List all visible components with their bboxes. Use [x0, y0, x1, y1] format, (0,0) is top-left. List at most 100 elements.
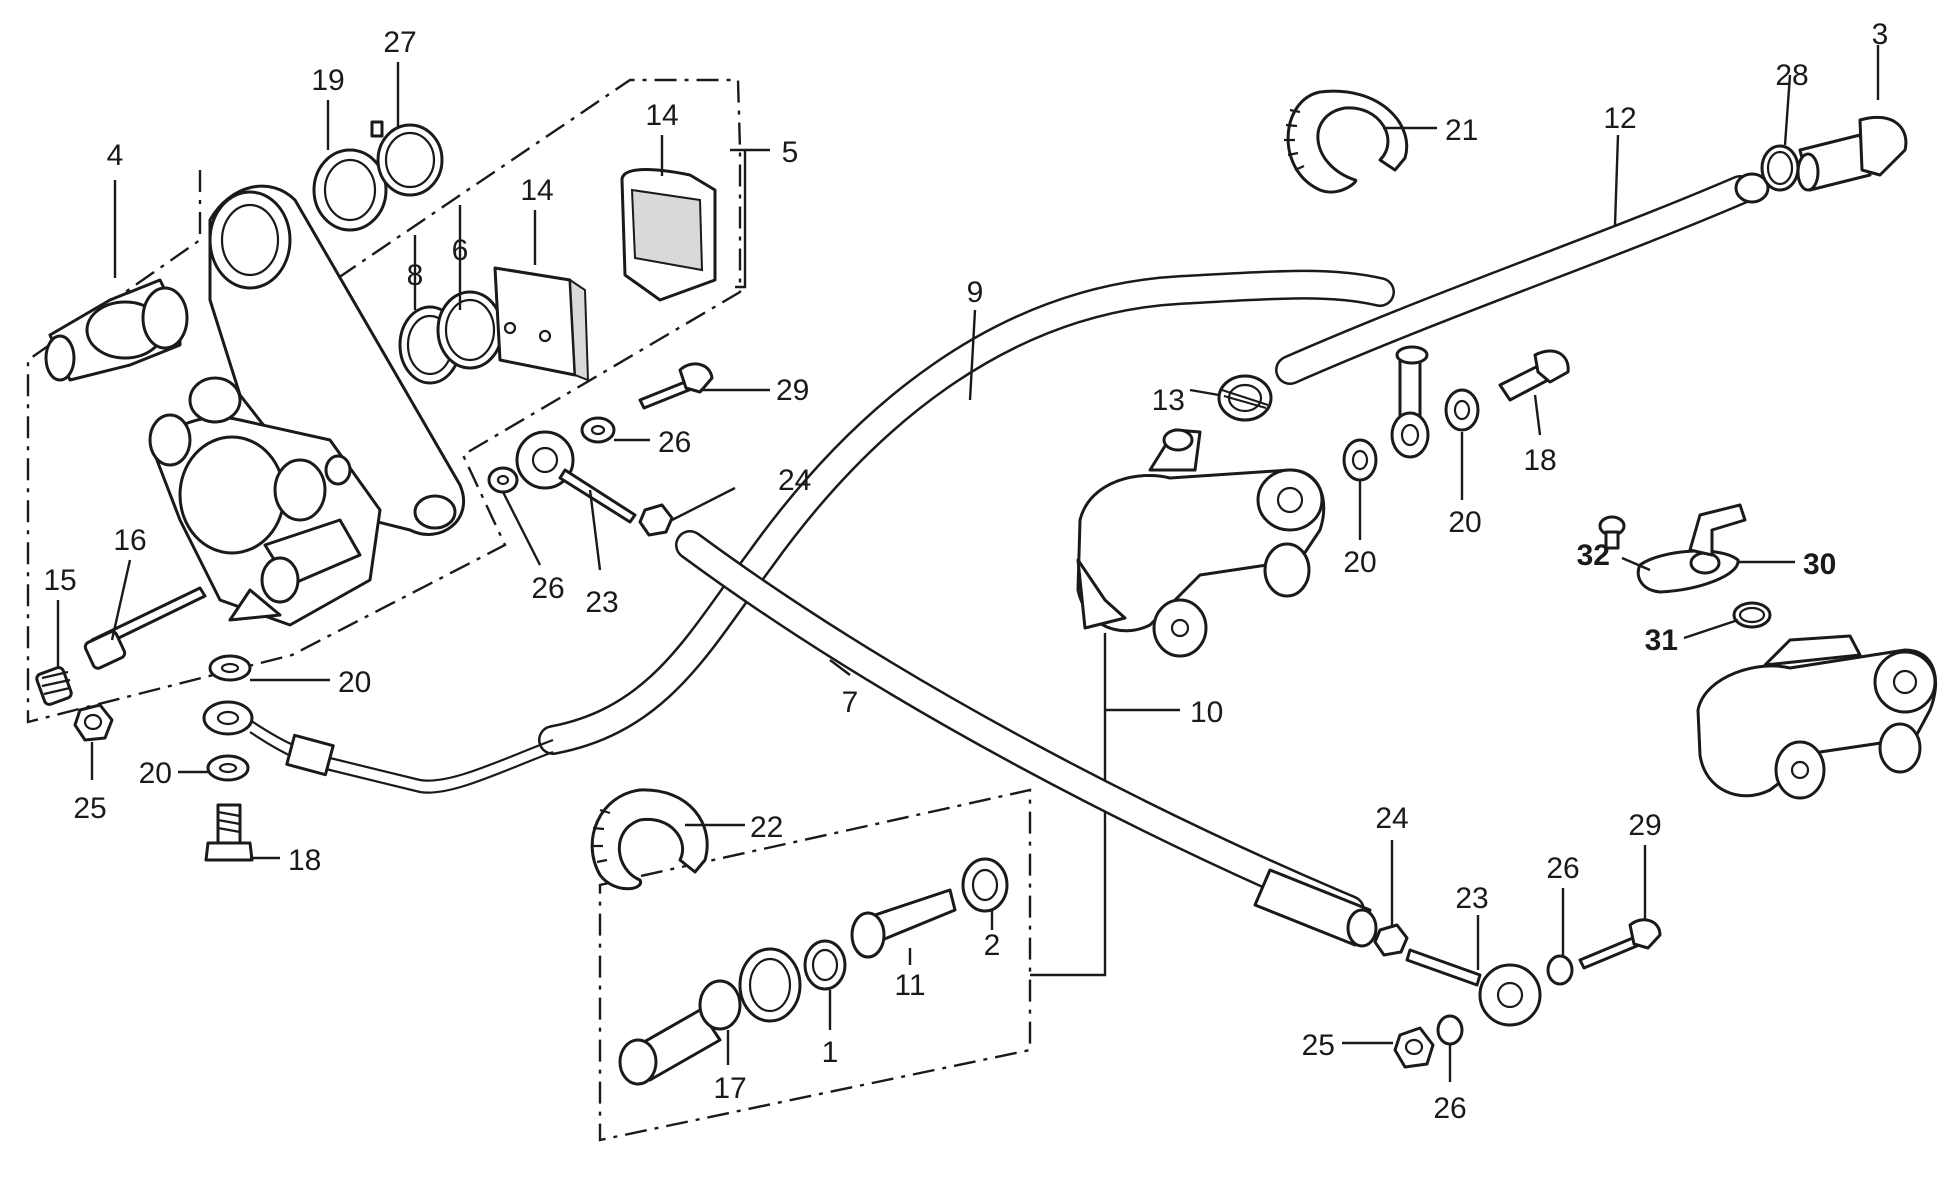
callout-21: 21 [1445, 114, 1478, 147]
circlip-27 [370, 120, 444, 197]
bolt-29b [1578, 918, 1662, 970]
callout-25a: 25 [73, 792, 106, 825]
callout-15: 15 [43, 564, 76, 597]
callout-12: 12 [1603, 102, 1636, 135]
leader-28 [1783, 74, 1792, 146]
callout-32: 32 [1577, 539, 1610, 572]
callout-6: 6 [452, 234, 469, 267]
banjo-fitting [1390, 345, 1430, 459]
pad-kit-bracket [730, 148, 747, 289]
rod-end-23b [1405, 948, 1542, 1027]
spring-seat-2 [961, 857, 1009, 913]
callout-20c: 20 [1343, 546, 1376, 579]
screw-32 [1598, 515, 1626, 550]
callout-7: 7 [842, 686, 859, 719]
callout-20a: 20 [338, 666, 371, 699]
callout-26b: 26 [531, 572, 564, 605]
dust-seal-6 [436, 290, 504, 370]
nut-25b [1393, 1026, 1435, 1069]
callout-13: 13 [1152, 384, 1185, 417]
piston-11 [850, 888, 957, 959]
callout-14b: 14 [520, 174, 553, 207]
callout-3: 3 [1872, 18, 1889, 51]
nut-24a [638, 503, 674, 537]
callout-20b: 20 [139, 757, 172, 790]
callout-23a: 23 [585, 586, 618, 619]
washer-26b [487, 466, 519, 494]
callout-24b: 24 [1375, 802, 1408, 835]
callout-30: 30 [1803, 548, 1836, 581]
caliper-body [148, 376, 382, 627]
callout-26d: 26 [1433, 1092, 1466, 1125]
leader-18b [1533, 394, 1542, 436]
brake-line [202, 700, 554, 794]
callout-5: 5 [782, 136, 799, 169]
oring-31 [1732, 601, 1772, 629]
seal-ring-19 [312, 148, 388, 232]
leader-16 [110, 559, 132, 641]
callout-19: 19 [311, 64, 344, 97]
callout-22: 22 [750, 811, 783, 844]
master-cylinder-10 [1076, 428, 1326, 658]
callout-1: 1 [822, 1036, 839, 1069]
master-cylinder-kit-box [598, 788, 1032, 1142]
hose-12 [1275, 172, 1770, 385]
callout-29a: 29 [776, 374, 809, 407]
leader-13 [1189, 388, 1220, 397]
pin-16 [83, 586, 207, 670]
callout-4: 4 [107, 139, 124, 172]
callout-8: 8 [407, 259, 424, 292]
hose-clip-21 [1284, 89, 1409, 194]
callout-9: 9 [967, 276, 984, 309]
washer-20c [1342, 438, 1378, 482]
washer-20a [208, 654, 252, 682]
master-cylinder-alt [1696, 634, 1938, 800]
boot [738, 947, 802, 1023]
callout-17: 17 [713, 1072, 746, 1105]
rod-end-23a [515, 430, 637, 524]
hose-clip-22 [590, 788, 709, 891]
callout-31: 31 [1645, 624, 1678, 657]
banjo-bolt-18b [1498, 349, 1570, 402]
banjo-bolt-18a [204, 803, 254, 862]
callout-27: 27 [383, 26, 416, 59]
callout-28: 28 [1775, 59, 1808, 92]
leader-7 [829, 659, 851, 676]
caliper-bracket [208, 184, 466, 536]
callout-23b: 23 [1455, 882, 1488, 915]
spring-15 [35, 666, 73, 706]
callout-20d: 20 [1448, 506, 1481, 539]
leader-12 [1613, 134, 1620, 226]
reservoir-fitting-3 [1796, 115, 1908, 192]
callout-24a: 24 [778, 464, 811, 497]
washer-26a [580, 416, 616, 444]
callout-29b: 29 [1628, 809, 1661, 842]
leader-24a [671, 486, 736, 522]
oring-28 [1760, 144, 1800, 192]
leader-26b [501, 491, 542, 566]
washer-20b [206, 754, 250, 782]
leader-32 [1621, 556, 1651, 572]
bolt-29a [638, 362, 714, 410]
pushrod-17 [618, 979, 742, 1086]
callout-26c: 26 [1546, 852, 1579, 885]
nut-25a [73, 703, 114, 742]
leader-31 [1683, 618, 1739, 640]
nut-24b [1373, 923, 1409, 957]
leader-9 [968, 309, 977, 401]
washer-26d [1436, 1014, 1464, 1046]
cup-1 [803, 939, 847, 991]
leader-23a [588, 489, 602, 571]
hose-clamp-13 [1217, 374, 1273, 422]
callout-2: 2 [984, 929, 1001, 962]
callout-11: 11 [894, 969, 925, 1002]
callout-18a: 18 [288, 844, 321, 877]
callout-26a: 26 [658, 426, 691, 459]
reservoir-joint-30 [1636, 503, 1747, 594]
callout-18b: 18 [1523, 444, 1556, 477]
caliper-pin-4 [44, 278, 189, 382]
hose-7 [675, 530, 1378, 948]
callout-10: 10 [1190, 696, 1223, 729]
callout-14a: 14 [645, 99, 678, 132]
